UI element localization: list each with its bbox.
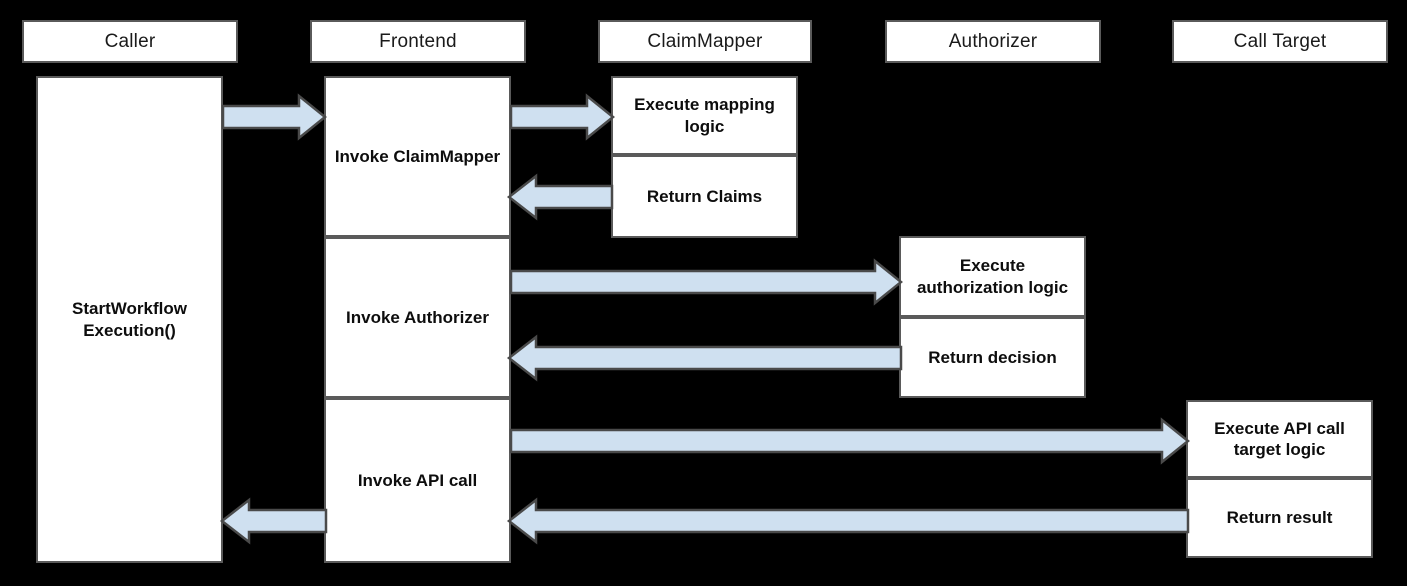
lane-header-authorizer-label: Authorizer — [948, 30, 1038, 52]
lane-header-calltarget: Call Target — [1172, 20, 1388, 63]
activation-caller-start-workflow-label: StartWorkflow Execution() — [72, 299, 187, 340]
arrow-frontend-to-caller — [219, 497, 328, 545]
activation-authorizer-return-decision-label: Return decision — [928, 347, 1057, 367]
arrow-calltarget-to-frontend — [506, 497, 1190, 545]
activation-frontend-invoke-claimmapper: Invoke ClaimMapper — [324, 76, 511, 237]
activation-frontend-invoke-authorizer: Invoke Authorizer — [324, 237, 511, 398]
lane-header-frontend: Frontend — [310, 20, 526, 63]
activation-claimmapper-return-claims-label: Return Claims — [646, 186, 763, 206]
activation-claimmapper-return-claims: Return Claims — [611, 155, 798, 238]
activation-frontend-invoke-claimmapper-label: Invoke ClaimMapper — [334, 146, 501, 166]
arrow-authorizer-to-frontend — [506, 334, 903, 382]
activation-authorizer-return-decision: Return decision — [899, 317, 1086, 398]
activation-caller-start-workflow: StartWorkflow Execution() — [36, 76, 223, 563]
lane-header-caller-label: Caller — [104, 30, 156, 52]
activation-frontend-invoke-api-call-label: Invoke API call — [357, 470, 478, 490]
activation-calltarget-execute-logic-label: Execute API call target logic — [1214, 418, 1345, 459]
lane-header-claimmapper: ClaimMapper — [598, 20, 812, 63]
arrow-claimmapper-to-frontend — [506, 173, 614, 221]
activation-authorizer-execute-logic: Execute authorization logic — [899, 236, 1086, 317]
lane-header-calltarget-label: Call Target — [1233, 30, 1327, 52]
activation-calltarget-return-result-label: Return result — [1226, 508, 1333, 528]
arrow-caller-to-frontend — [221, 93, 327, 141]
arrow-frontend-to-calltarget — [509, 417, 1190, 465]
activation-frontend-invoke-api-call: Invoke API call — [324, 398, 511, 563]
arrow-frontend-to-authorizer — [509, 258, 903, 306]
activation-claimmapper-execute-mapping-label: Execute mapping logic — [634, 95, 775, 136]
activation-claimmapper-execute-mapping: Execute mapping logic — [611, 76, 798, 155]
activation-frontend-invoke-authorizer-label: Invoke Authorizer — [346, 307, 489, 327]
lane-header-frontend-label: Frontend — [379, 30, 457, 52]
activation-calltarget-execute-logic: Execute API call target logic — [1186, 400, 1373, 478]
lane-header-claimmapper-label: ClaimMapper — [647, 30, 763, 52]
lane-header-authorizer: Authorizer — [885, 20, 1101, 63]
activation-calltarget-return-result: Return result — [1186, 478, 1373, 558]
lane-header-caller: Caller — [22, 20, 238, 63]
activation-authorizer-execute-logic-label: Execute authorization logic — [916, 256, 1069, 297]
arrow-frontend-to-claimmapper — [509, 93, 615, 141]
